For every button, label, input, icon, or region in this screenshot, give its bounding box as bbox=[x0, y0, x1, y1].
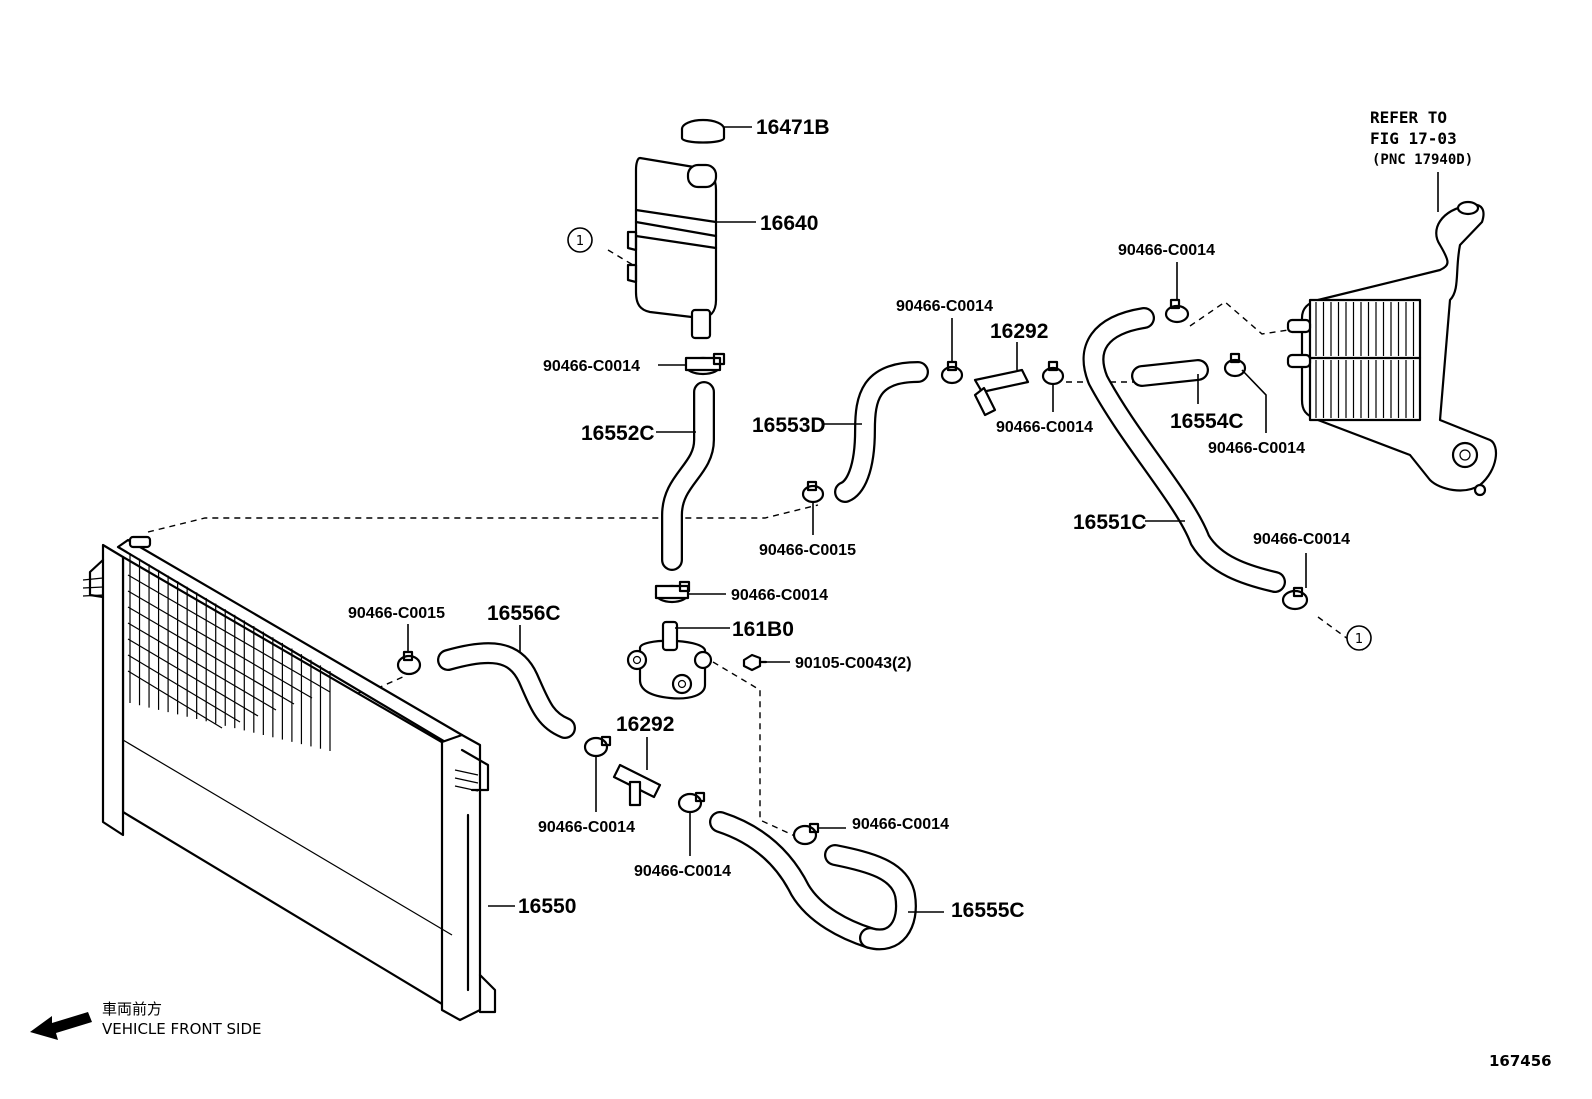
clamp-pump-top bbox=[654, 580, 691, 604]
radiator bbox=[82, 535, 497, 1022]
leader-lines bbox=[407, 126, 1439, 913]
vehicle-front-indicator: 車両前方 VEHICLE FRONT SIDE bbox=[30, 1000, 262, 1040]
label-clamp-reservoir: 90466-C0014 bbox=[543, 358, 640, 375]
label-clamp-16555c: 90466-C0014 bbox=[852, 816, 949, 833]
clamp-16553d-upper bbox=[940, 360, 964, 385]
reference-line1: REFER TO bbox=[1370, 108, 1447, 127]
hose-16552c bbox=[661, 381, 715, 571]
label-161b0: 161B0 bbox=[732, 618, 794, 641]
reference-line3: (PNC 17940D) bbox=[1372, 152, 1473, 168]
clamp-labels: 90466-C0014 90466-C0014 90466-C0014 9046… bbox=[348, 242, 1350, 880]
hose-16554c bbox=[1131, 359, 1209, 387]
circle-marker-right: 1 bbox=[1346, 625, 1372, 651]
marker-1-left: 1 bbox=[576, 234, 584, 249]
direction-jp: 車両前方 bbox=[102, 1000, 162, 1018]
intercooler bbox=[1286, 200, 1498, 497]
label-16292-lower: 16292 bbox=[616, 713, 674, 736]
label-16554c: 16554C bbox=[1170, 410, 1244, 433]
radiator-fins bbox=[127, 553, 331, 751]
clamp-joint-right bbox=[677, 791, 706, 814]
label-16555c: 16555C bbox=[951, 899, 1025, 922]
clamp-16551c-end bbox=[1281, 586, 1309, 611]
label-16471b: 16471B bbox=[756, 116, 830, 139]
label-clamp-pump-top: 90466-C0014 bbox=[731, 587, 828, 604]
label-clamp-16553d-lower: 90466-C0015 bbox=[759, 542, 856, 559]
clamp-16555c bbox=[792, 822, 820, 846]
clamp-16292-right bbox=[1041, 360, 1065, 386]
joint-lower bbox=[612, 763, 662, 807]
bolt bbox=[742, 653, 768, 672]
label-clamp-16551c-end: 90466-C0014 bbox=[1253, 531, 1350, 548]
clamp-reservoir bbox=[684, 352, 726, 376]
hose-16551c bbox=[1082, 307, 1286, 593]
clamp-16553d-lower bbox=[801, 480, 825, 504]
hose-16555c-a bbox=[709, 811, 881, 949]
label-16550: 16550 bbox=[518, 895, 576, 918]
direction-en: VEHICLE FRONT SIDE bbox=[102, 1020, 262, 1038]
label-clamp-joint-right: 90466-C0014 bbox=[634, 863, 731, 880]
clamp-radiator-left bbox=[396, 650, 422, 676]
clamps bbox=[396, 298, 1309, 846]
reservoir-tank bbox=[626, 156, 718, 340]
joint-upper bbox=[973, 368, 1030, 417]
label-clamp-joint-left: 90466-C0014 bbox=[538, 819, 635, 836]
label-clamp-16553d-upper: 90466-C0014 bbox=[896, 298, 993, 315]
label-16556c: 16556C bbox=[487, 602, 561, 625]
label-16553d: 16553D bbox=[752, 414, 826, 437]
figure-number: 167456 bbox=[1489, 1052, 1552, 1070]
front-arrow-icon bbox=[30, 1012, 92, 1040]
clamp-top-right bbox=[1164, 298, 1190, 324]
part-labels: 16471B 16640 16552C 16553D 16292 16554C … bbox=[487, 116, 1244, 922]
reference-line2: FIG 17-03 bbox=[1370, 129, 1457, 148]
intercooler-fins bbox=[1315, 302, 1415, 418]
marker-1-right: 1 bbox=[1355, 632, 1363, 647]
label-clamp-intercooler: 90466-C0014 bbox=[1208, 440, 1305, 457]
label-clamp-top-right: 90466-C0014 bbox=[1118, 242, 1215, 259]
circle-marker-left: 1 bbox=[567, 227, 593, 253]
label-16552c: 16552C bbox=[581, 422, 655, 445]
clamp-intercooler bbox=[1223, 352, 1247, 378]
reference-note: REFER TO FIG 17-03 (PNC 17940D) bbox=[1370, 108, 1473, 168]
hose-16553d bbox=[834, 361, 929, 503]
water-pump bbox=[626, 620, 713, 700]
label-16292-upper: 16292 bbox=[990, 320, 1048, 343]
clamp-joint-left bbox=[583, 735, 612, 758]
label-clamp-radiator-left: 90466-C0015 bbox=[348, 605, 445, 622]
hose-16555c-b bbox=[824, 844, 917, 951]
label-16551c: 16551C bbox=[1073, 511, 1147, 534]
hose-16556c bbox=[437, 642, 576, 739]
reservoir-cap bbox=[680, 118, 726, 144]
label-16640: 16640 bbox=[760, 212, 818, 235]
label-bolt: 90105-C0043(2) bbox=[795, 655, 912, 672]
label-clamp-16292-right: 90466-C0014 bbox=[996, 419, 1093, 436]
